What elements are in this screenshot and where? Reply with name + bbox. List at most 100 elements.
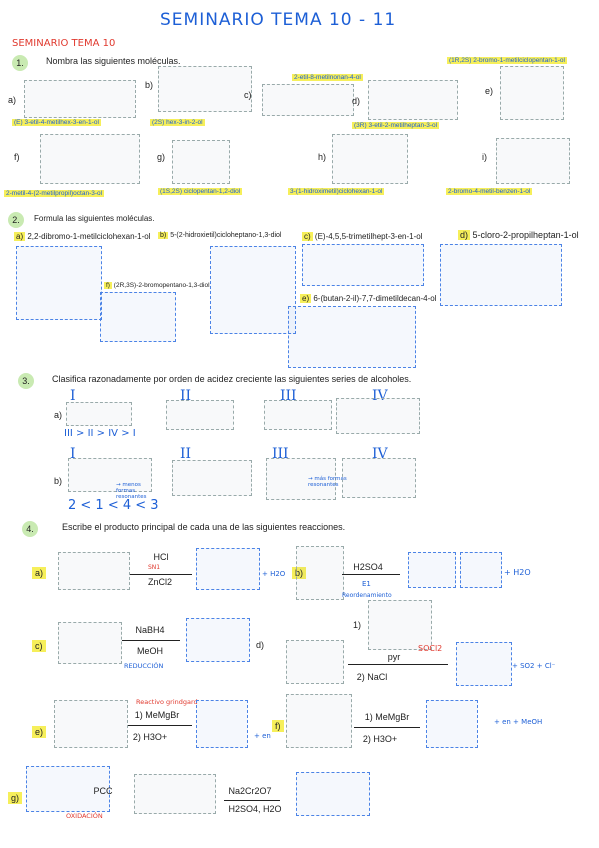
q2-letter-e: e): [300, 294, 312, 303]
roman-a-4: IV: [372, 388, 388, 404]
question-3-prompt: Clasifica razonadamente por orden de aci…: [52, 374, 412, 384]
page-title: SEMINARIO TEMA 10 - 11: [160, 10, 397, 30]
answer-3a: III > II > IV > I: [64, 428, 136, 439]
answer-3b: 2 < 1 < 4 < 3: [68, 498, 159, 513]
answer-1a: (E) 3-etil-4-metilhex-3-en-1-ol: [12, 119, 101, 126]
reaction-d-label: d): [256, 640, 265, 650]
reactant-g: [26, 766, 110, 812]
reactant-e: [54, 700, 128, 748]
structure-2e: [288, 306, 416, 368]
molecule-1c: [262, 84, 354, 116]
reactant-c: [58, 622, 122, 664]
q2-text-f: (2R,3S)-2-bromopentano-1,3-diol: [113, 282, 210, 289]
q2-item-b: b) 5-(2-hidroxietil)cicloheptano-1,3-dio…: [158, 232, 281, 239]
reaction-g-reagent-1: PCC: [93, 786, 113, 796]
reaction-f-step-2: 2) H3O+: [362, 734, 398, 744]
q2-letter-c: c): [302, 232, 313, 241]
roman-b-1: I: [70, 446, 76, 462]
answer-1e: (1R,2S) 2-bromo-1-metilciclopentan-1-ol: [447, 57, 567, 64]
q1-label-g: g): [157, 152, 166, 162]
molecule-1g: [172, 140, 230, 184]
structure-2f: [100, 292, 176, 342]
question-2-prompt: Formula las siguientes moléculas.: [34, 214, 155, 223]
q2-item-a: a) 2,2-dibromo-1-metilciclohexan-1-ol: [14, 232, 151, 241]
reactant-b: [296, 546, 344, 600]
question-4-prompt: Escribe el producto principal de cada un…: [62, 522, 346, 532]
alcohol-a-4: [336, 398, 420, 434]
question-1-number: 1.: [12, 55, 28, 71]
structure-2d: [440, 244, 562, 306]
q2-letter-d: d): [458, 230, 471, 240]
answer-1g: (1S,2S) ciclopentan-1,2-diol: [158, 188, 243, 195]
reaction-c-label: c): [32, 640, 46, 652]
q1-label-i: i): [482, 152, 487, 162]
reaction-a-arrow: [130, 574, 192, 575]
q2-text-a: 2,2-dibromo-1-metilciclohexan-1-ol: [27, 232, 151, 241]
alcohol-b-1: [68, 458, 152, 492]
product-b-1: [408, 552, 456, 588]
reaction-a-label: a): [32, 567, 47, 579]
reaction-h-arrow: [224, 800, 280, 801]
product-c: [186, 618, 250, 662]
q2-text-d: 5-cloro-2-propilheptan-1-ol: [472, 230, 579, 240]
roman-b-2: II: [180, 446, 192, 462]
reaction-b-byproduct: + H2O: [504, 568, 531, 577]
reactant-a: [58, 552, 130, 590]
reaction-e-arrow: [128, 725, 192, 726]
molecule-1e: [500, 66, 564, 120]
product-h: [296, 772, 370, 816]
answer-1f: 2-metil-4-(2-metilpropil)octan-3-ol: [4, 190, 105, 197]
reaction-b-arrow: [342, 574, 400, 575]
q2-letter-f: f): [104, 282, 112, 289]
answer-1i: 2-bromo-4-metil-benzen-1-ol: [446, 188, 533, 195]
alcohol-b-2: [172, 460, 252, 496]
reaction-a-reagent-1: HCl: [153, 552, 169, 562]
section-subtitle: SEMINARIO TEMA 10: [12, 38, 116, 49]
q2-item-f: f) (2R,3S)-2-bromopentano-1,3-diol: [104, 282, 210, 289]
reaction-e-note: Reactivo grindgard: [136, 698, 198, 706]
answer-1d: (3R) 3-etil-2-metilheptan-3-ol: [352, 122, 440, 129]
reaction-d-step-2: 2) NaCl: [356, 672, 388, 682]
answer-1h: 3-(1-hidroximetil)ciclohexan-1-ol: [288, 188, 385, 195]
product-a: [196, 548, 260, 590]
product-b-2: [460, 552, 502, 588]
q2-text-e: 6-(butan-2-il)-7,7-dimetildecan-4-ol: [313, 294, 437, 303]
reaction-g-note: OXIDACIÓN: [66, 812, 103, 820]
q1-label-f: f): [14, 152, 20, 162]
roman-a-2: II: [180, 388, 192, 404]
reaction-e-label: e): [32, 726, 47, 738]
reaction-e-step-2: 2) H3O+: [132, 732, 168, 742]
note-b-1: → menos formas resonantes: [116, 482, 147, 500]
reaction-b-note-2: Reordenamiento: [342, 592, 392, 599]
product-f: [426, 700, 478, 748]
reaction-a-note: SN1: [148, 564, 161, 571]
answer-1b: (2S) hex-3-in-2-ol: [150, 119, 205, 126]
reaction-d-alt-reagent: SOCl2: [418, 644, 443, 653]
note-b-3: → más formas resonantes: [308, 476, 347, 488]
roman-a-1: I: [70, 388, 76, 404]
reactant-f: [286, 694, 352, 748]
reaction-d-byproduct: + SO2 + Cl⁻: [512, 662, 556, 670]
molecule-1f: [40, 134, 140, 184]
reaction-f-step-1: 1) MeMgBr: [364, 712, 410, 722]
reaction-d-arrow: [348, 664, 448, 665]
question-2-number: 2.: [8, 212, 24, 228]
molecule-1i: [496, 138, 570, 184]
reaction-f-byproduct: + en + MeOH: [494, 718, 543, 726]
q2-text-b: 5-(2-hidroxietil)cicloheptano-1,3-diol: [170, 232, 282, 239]
q2-text-c: (E)-4,5,5-trimetilhept-3-en-1-ol: [314, 232, 423, 241]
q1-label-b: b): [145, 80, 154, 90]
reaction-d-step-1-base: pyr: [387, 652, 401, 662]
molecule-1a: [24, 80, 136, 118]
reagent-d-tosyl: [368, 600, 432, 650]
product-d: [456, 642, 512, 686]
reaction-a-reagent-2: ZnCl2: [147, 577, 172, 587]
reaction-h-reagent-1: Na2Cr2O7: [228, 786, 272, 796]
q2-item-c: c) (E)-4,5,5-trimetilhept-3-en-1-ol: [302, 232, 423, 241]
reactant-h: [134, 774, 216, 814]
alcohol-a-1: [66, 402, 132, 426]
reaction-c-arrow: [122, 640, 180, 641]
q3-series-b-label: b): [54, 476, 63, 486]
reaction-b-label: b): [292, 567, 307, 579]
reaction-d-step-1: 1): [352, 620, 361, 630]
